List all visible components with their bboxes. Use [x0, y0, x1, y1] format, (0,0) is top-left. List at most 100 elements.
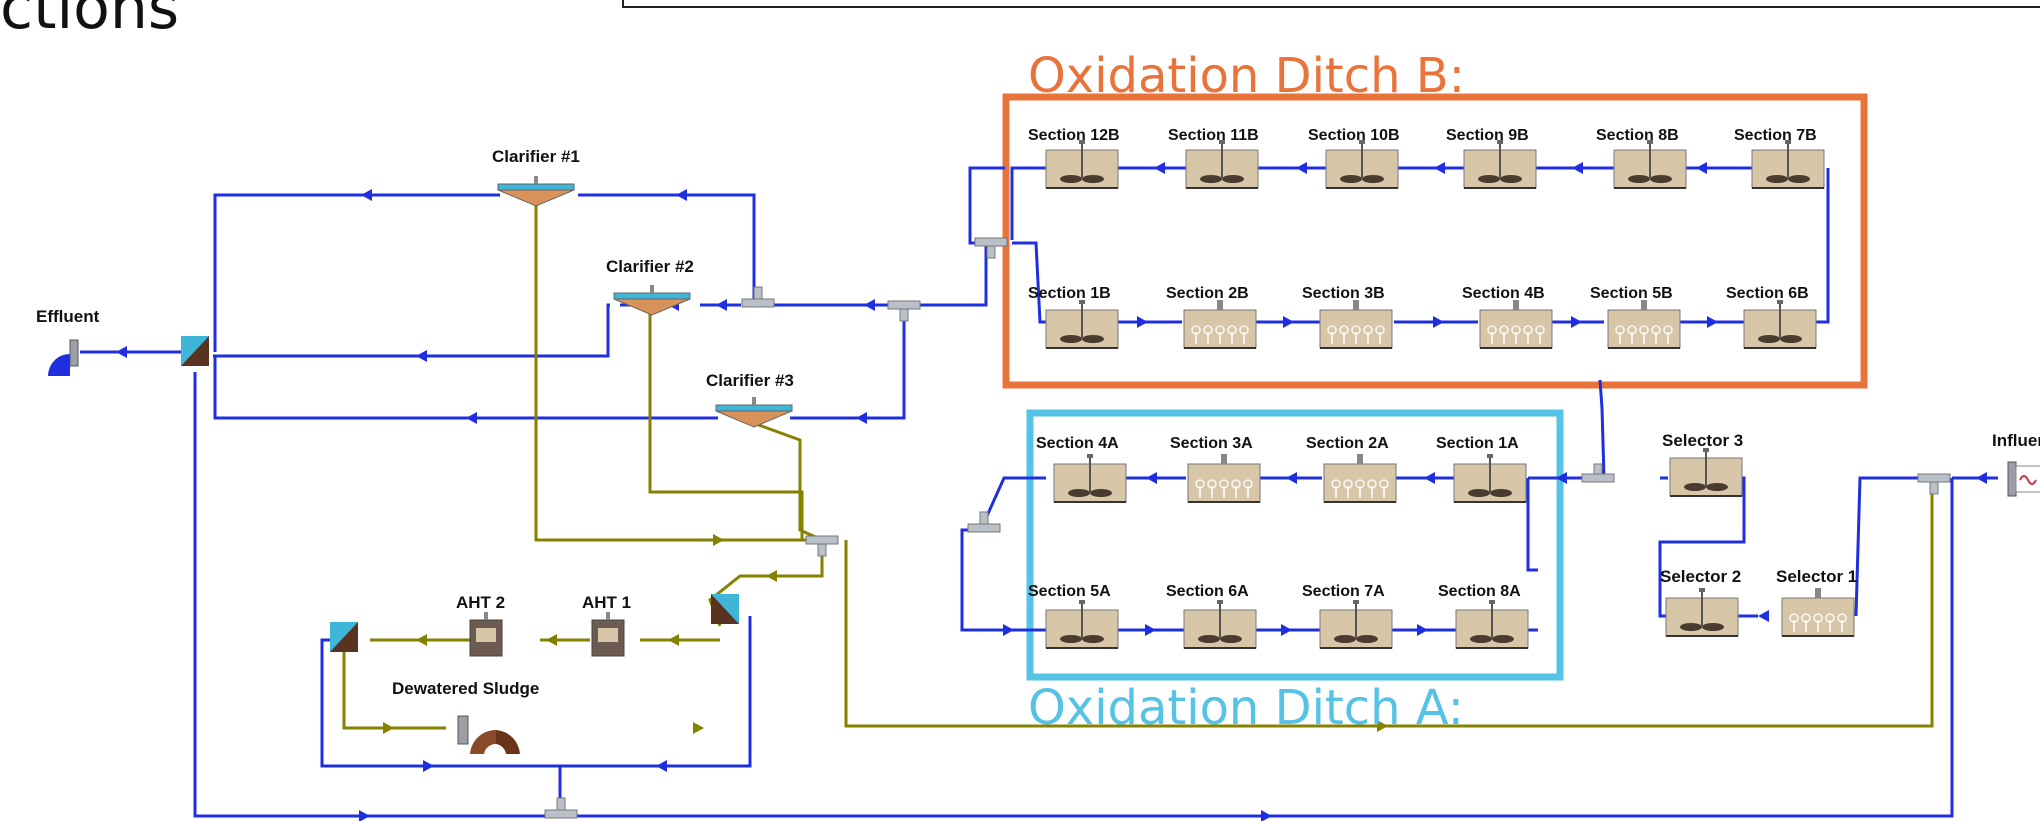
flow-arrow: [864, 299, 875, 311]
dewatered-sludge-label: Dewatered Sludge: [392, 679, 539, 698]
page-title-fragment: ctions: [0, 0, 180, 43]
section-label-a-bottom-3: Section 8A: [1438, 583, 1521, 600]
oxidation-ditch-a-title: Oxidation Ditch A:: [1028, 680, 1464, 736]
flow-arrow: [423, 760, 434, 772]
flow-arrow: [1707, 316, 1718, 328]
flow-arrow: [1146, 472, 1157, 484]
flow-arrow: [676, 189, 687, 201]
flow-arrow: [359, 810, 370, 821]
section-tank-b-top-0: [1045, 140, 1119, 189]
oxidation-ditch-b-title: Oxidation Ditch B:: [1028, 48, 1465, 104]
section-tank-a-bottom-1: [1183, 600, 1257, 649]
flow-arrow: [1417, 624, 1428, 636]
section-label-b-bottom-3: Section 4B: [1462, 285, 1545, 302]
flow-arrow: [1571, 316, 1582, 328]
section-tank-a-top-2: [1323, 454, 1397, 503]
section-label-b-bottom-5: Section 6B: [1726, 285, 1809, 302]
flow-arrow: [1434, 162, 1445, 174]
section-tank-a-bottom-0: [1045, 600, 1119, 649]
separator-aht-outlet: [330, 622, 358, 652]
section-label-a-bottom-0: Section 5A: [1028, 583, 1111, 600]
section-label-b-top-1: Section 11B: [1168, 127, 1259, 144]
clarifier-2: [613, 285, 691, 316]
flow-arrow: [116, 346, 127, 358]
flow-arrow: [1696, 162, 1707, 174]
flow-arrow: [1283, 316, 1294, 328]
section-tank-b-bottom-3: [1479, 300, 1553, 349]
flow-arrows: [116, 162, 1987, 821]
clarifier-1: [497, 176, 575, 207]
clarifier-1-label: Clarifier #1: [492, 147, 580, 166]
separator-aht-inlet: [711, 594, 739, 624]
section-tank-b-top-2: [1325, 140, 1399, 189]
flow-arrow: [1976, 472, 1987, 484]
section-label-b-top-3: Section 9B: [1446, 127, 1529, 144]
sludge-arrow: [766, 570, 777, 582]
section-tank-b-bottom-1: [1183, 300, 1257, 349]
flow-arrow: [856, 412, 867, 424]
sludge-arrow: [546, 634, 557, 646]
oxidation-ditch-a-box: [1026, 409, 1564, 681]
section-label-b-bottom-4: Section 5B: [1590, 285, 1673, 302]
selector-1-tank: [1781, 588, 1855, 637]
flow-arrow: [1154, 162, 1165, 174]
section-tank-b-bottom-2: [1319, 300, 1393, 349]
aht-1-label: AHT 1: [582, 593, 631, 612]
clarifier-3-label: Clarifier #3: [706, 371, 794, 390]
aht-2: [469, 612, 503, 657]
selector-2-label: Selector 2: [1660, 567, 1741, 586]
flow-arrow: [361, 189, 372, 201]
flow-arrow: [1296, 162, 1307, 174]
section-label-b-top-4: Section 8B: [1596, 127, 1679, 144]
selector-3-label: Selector 3: [1662, 431, 1743, 450]
section-label-b-top-2: Section 10B: [1308, 127, 1400, 144]
separator-effluent: [181, 336, 209, 366]
section-tank-b-top-4: [1613, 140, 1687, 189]
flow-arrow: [466, 412, 477, 424]
clarifier-2-label: Clarifier #2: [606, 257, 694, 276]
section-tank-a-top-1: [1187, 454, 1261, 503]
section-tank-b-top-3: [1463, 140, 1537, 189]
selector-3-tank: [1669, 448, 1743, 497]
section-label-a-top-3: Section 1A: [1436, 435, 1519, 452]
aht-1: [591, 612, 625, 657]
section-tank-a-top-3: [1453, 454, 1527, 503]
section-tank-a-bottom-3: [1455, 600, 1529, 649]
flow-arrow: [416, 350, 427, 362]
selector-1-label: Selector 1: [1776, 567, 1857, 586]
section-tank-b-top-1: [1185, 140, 1259, 189]
flow-arrow: [1572, 162, 1583, 174]
flow-arrow: [1145, 624, 1156, 636]
flow-arrow: [1758, 610, 1769, 622]
section-label-a-top-0: Section 4A: [1036, 435, 1119, 452]
sludge-arrow: [383, 722, 394, 734]
section-label-a-bottom-2: Section 7A: [1302, 583, 1385, 600]
section-label-b-bottom-1: Section 2B: [1166, 285, 1249, 302]
flow-arrow: [1286, 472, 1297, 484]
section-label-b-bottom-2: Section 3B: [1302, 285, 1385, 302]
effluent-outlet-icon: [48, 339, 79, 376]
section-tank-b-bottom-5: [1743, 300, 1817, 349]
flow-arrow: [1137, 316, 1148, 328]
section-tank-b-bottom-4: [1607, 300, 1681, 349]
flow-arrow: [1003, 624, 1014, 636]
section-label-b-bottom-0: Section 1B: [1028, 285, 1111, 302]
aht-2-label: AHT 2: [456, 593, 505, 612]
dewatered-sludge-outlet-icon: [457, 715, 520, 754]
flow-arrow: [1424, 472, 1435, 484]
sludge-arrow: [693, 722, 704, 734]
effluent-label: Effluent: [36, 307, 100, 326]
selector-2-tank: [1665, 588, 1739, 637]
header-box-edge: [622, 0, 2040, 8]
flow-splitters: [544, 237, 1951, 819]
section-tank-b-bottom-0: [1045, 300, 1119, 349]
influent-inlet-icon: [2007, 461, 2040, 497]
section-label-a-bottom-1: Section 6A: [1166, 583, 1249, 600]
section-label-a-top-1: Section 3A: [1170, 435, 1253, 452]
sludge-arrow: [713, 534, 724, 546]
sludge-arrow: [668, 634, 679, 646]
sludge-arrow: [416, 634, 427, 646]
